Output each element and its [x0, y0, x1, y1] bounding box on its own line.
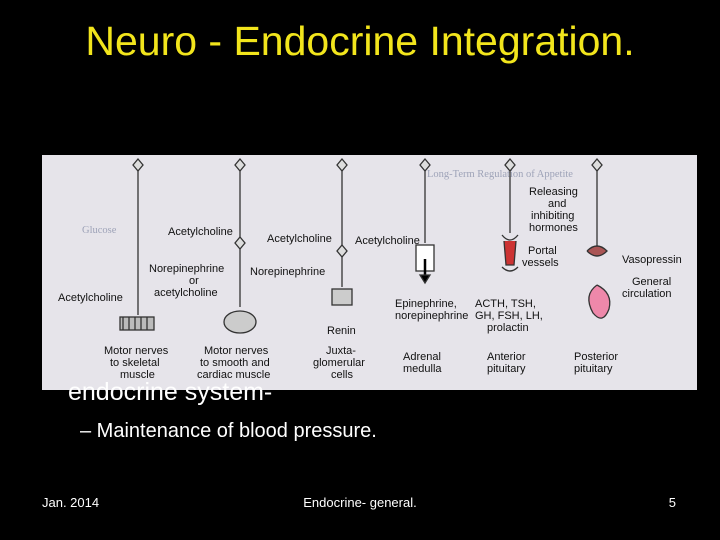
footer-title: Endocrine- general. [303, 495, 417, 510]
label-vasopressin: Vasopressin [622, 254, 682, 266]
label-renin: Renin [327, 325, 356, 337]
neuron-posterior [586, 157, 611, 319]
label-motor-skel-3: muscle [120, 369, 155, 381]
label-anterior-1: Anterior [487, 351, 526, 363]
cell-body-icon [591, 157, 603, 173]
label-acetylcholine-2: Acetylcholine [267, 233, 332, 245]
label-portal-2: vessels [522, 257, 559, 269]
bg-text-glucose: Glucose [82, 225, 117, 236]
bg-text-appetite: Long-Term Regulation of Appetite [427, 169, 573, 180]
neuron-anterior [501, 157, 519, 272]
label-juxta-3: cells [331, 369, 354, 381]
muscle-icon [119, 316, 155, 331]
neuro-endocrine-figure: Glucose Long-Term Regulation of Appetite [42, 155, 697, 390]
label-acetylcholine-left: Acetylcholine [58, 292, 123, 304]
label-motor-skel-2: to skeletal [110, 357, 160, 369]
label-acth-2: GH, FSH, LH, [475, 310, 543, 322]
label-releasing-4: hormones [529, 222, 578, 234]
label-acetylcholine-3: Acetylcholine [355, 235, 420, 247]
label-norepi-or-1: Norepinephrine [149, 263, 224, 275]
neuron-skeletal [119, 157, 155, 331]
portal-vessel-icon [503, 240, 517, 266]
label-acetylcholine-1: Acetylcholine [168, 226, 233, 238]
label-releasing-2: and [548, 198, 566, 210]
label-acth-3: prolactin [487, 322, 529, 334]
posterior-terminal-icon [586, 245, 608, 257]
label-motor-smooth-3: cardiac muscle [197, 369, 270, 381]
arrow-down-icon [418, 274, 432, 285]
body-text: endocrine system- [68, 378, 273, 406]
label-general-2: circulation [622, 288, 672, 300]
label-norepi-or-3: acetylcholine [154, 287, 218, 299]
pituitary-gland-icon [588, 284, 611, 319]
label-juxta-1: Juxta- [326, 345, 356, 357]
label-epi-1: Epinephrine, [395, 298, 457, 310]
neuron-juxta [331, 157, 353, 306]
cell-body-icon [132, 157, 144, 173]
label-adrenal-1: Adrenal [403, 351, 441, 363]
label-juxta-2: glomerular [313, 357, 365, 369]
ganglion-icon [234, 235, 246, 251]
footer-date: Jan. 2014 [42, 495, 100, 510]
neuron-smooth [223, 157, 257, 334]
label-epi-2: norepinephrine [395, 310, 468, 322]
smooth-muscle-icon [223, 310, 257, 334]
sub-bullet: – Maintenance of blood pressure. [80, 420, 377, 442]
label-releasing-1: Releasing [529, 186, 578, 198]
label-motor-smooth-1: Motor nerves [204, 345, 269, 357]
figure-labels: Acetylcholine Acetylcholine Acetylcholin… [58, 186, 682, 381]
label-motor-smooth-2: to smooth and [200, 357, 270, 369]
figure-svg: Glucose Long-Term Regulation of Appetite [58, 157, 682, 381]
label-general-1: General [632, 276, 671, 288]
label-norepi-or-2: or [189, 275, 199, 287]
label-posterior-1: Posterior [574, 351, 618, 363]
slide-title: Neuro - Endocrine Integration. [85, 18, 635, 64]
label-releasing-3: inhibiting [531, 210, 574, 222]
background-page-text: Glucose Long-Term Regulation of Appetite [82, 169, 573, 236]
page-number: 5 [668, 495, 676, 510]
label-acth-1: ACTH, TSH, [475, 298, 536, 310]
label-adrenal-2: medulla [403, 363, 442, 375]
neuron-adrenal [415, 157, 435, 285]
ganglion-icon [336, 243, 348, 259]
cell-body-icon [336, 157, 348, 173]
cell-body-icon [234, 157, 246, 173]
label-portal-1: Portal [528, 245, 557, 257]
label-anterior-2: pituitary [487, 363, 526, 375]
label-posterior-2: pituitary [574, 363, 613, 375]
label-norepinephrine: Norepinephrine [250, 266, 325, 278]
label-motor-skel-1: Motor nerves [104, 345, 169, 357]
juxta-cells-icon [331, 288, 353, 306]
